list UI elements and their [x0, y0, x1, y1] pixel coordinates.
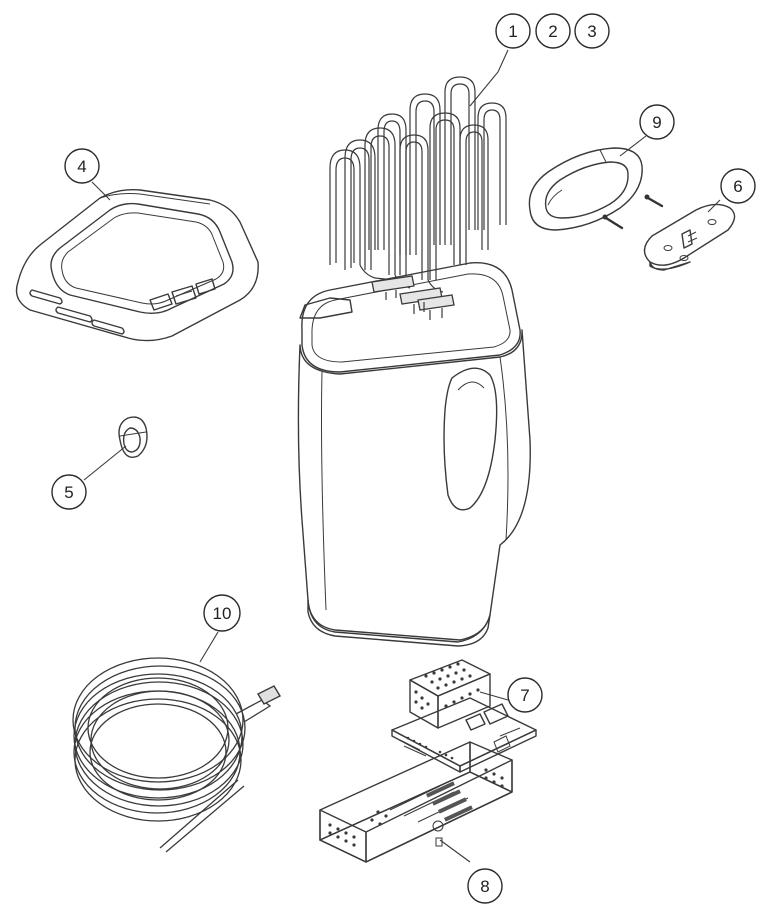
heater-body [297, 262, 531, 647]
heating-elements [329, 76, 507, 320]
mounting-plate [602, 194, 736, 271]
callout-9: 9 [639, 104, 675, 140]
callout-1: 1 [495, 13, 531, 49]
callout-5: 5 [51, 474, 87, 510]
svg-text:1: 1 [508, 22, 517, 41]
callout-4: 4 [64, 148, 100, 184]
svg-text:4: 4 [77, 157, 86, 176]
callout-3: 3 [574, 13, 610, 49]
svg-text:5: 5 [64, 483, 73, 502]
leader-lines [83, 49, 721, 863]
svg-text:7: 7 [520, 686, 529, 705]
callout-10: 10 [203, 594, 241, 632]
svg-text:10: 10 [213, 604, 232, 623]
svg-text:2: 2 [548, 22, 557, 41]
callout-8: 8 [467, 868, 503, 904]
electronics-enclosure [319, 735, 513, 863]
sensor-cable-coil [72, 657, 281, 853]
control-panel-frame [15, 188, 259, 342]
callout-2: 2 [535, 13, 571, 49]
svg-text:8: 8 [480, 877, 489, 896]
svg-text:3: 3 [587, 22, 596, 41]
callout-7: 7 [507, 677, 543, 713]
sensor-clip [118, 416, 148, 458]
callout-6: 6 [720, 168, 756, 204]
control-board [391, 659, 537, 773]
mounting-ring [528, 147, 643, 231]
svg-text:6: 6 [733, 177, 742, 196]
svg-text:9: 9 [652, 113, 661, 132]
